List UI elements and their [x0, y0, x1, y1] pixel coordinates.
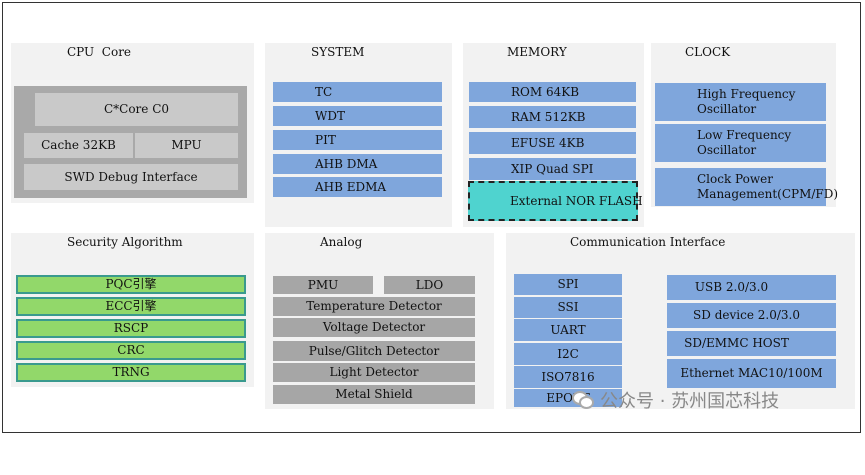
analog-item-pulse-glitch: Pulse/Glitch Detector: [273, 341, 475, 361]
clock-high-frequency-oscillator: High Frequency Oscillator: [655, 83, 826, 121]
watermark-text: 公众号 · 苏州国芯科技: [600, 391, 780, 412]
security-item-ecc: ECC引擎: [16, 297, 246, 316]
watermark: 公众号 · 苏州国芯科技: [572, 387, 779, 413]
clock-title: CLOCK: [685, 45, 731, 59]
pmu-block: PMU: [273, 276, 373, 294]
security-panel: Security Algorithm PQC引擎 ECC引擎 RSCP CRC …: [11, 233, 254, 387]
analog-title: Analog: [320, 235, 363, 249]
cpu-core-title: CPU Core: [67, 45, 132, 59]
comm-item-ssi: SSI: [514, 297, 622, 318]
memory-item-rom: ROM 64KB: [469, 82, 636, 102]
analog-item-light: Light Detector: [273, 363, 475, 382]
security-item-pqc: PQC引擎: [16, 275, 246, 294]
wechat-icon: [572, 391, 594, 409]
cache-block: Cache 32KB: [24, 133, 133, 158]
security-item-trng: TRNG: [16, 363, 246, 382]
comm-item-sd-emmc-host: SD/EMMC HOST: [667, 331, 836, 356]
clock-panel: CLOCK High Frequency Oscillator Low Freq…: [651, 43, 838, 207]
analog-panel: Analog PMU LDO Temperature Detector Volt…: [265, 233, 494, 409]
system-item-ahb-edma: AHB EDMA: [273, 177, 442, 197]
memory-item-xip: XIP Quad SPI: [469, 158, 636, 180]
clock-power-management: Clock Power Management(CPM/FD): [655, 168, 838, 206]
memory-panel: MEMORY ROM 64KB RAM 512KB EFUSE 4KB XIP …: [463, 43, 644, 227]
comm-item-sd-device: SD device 2.0/3.0: [667, 303, 836, 328]
ldo-block: LDO: [384, 276, 475, 294]
comm-item-spi: SPI: [514, 274, 622, 295]
swd-debug-block: SWD Debug Interface: [24, 164, 238, 190]
memory-title: MEMORY: [507, 45, 567, 59]
comm-item-iso7816: ISO7816: [514, 366, 622, 388]
system-item-wdt: WDT: [273, 106, 442, 126]
clock-low-frequency-oscillator: Low Frequency Oscillator: [655, 124, 826, 162]
analog-item-metal-shield: Metal Shield: [273, 385, 475, 404]
comm-item-ethernet: Ethernet MAC10/100M: [667, 359, 836, 388]
analog-item-voltage: Voltage Detector: [273, 318, 475, 337]
system-item-ahb-dma: AHB DMA: [273, 154, 442, 174]
comm-item-i2c: I2C: [514, 343, 622, 365]
cpu-core-c0: C*Core C0: [35, 93, 238, 126]
system-title: SYSTEM: [311, 45, 365, 59]
comm-item-uart: UART: [514, 319, 622, 341]
communication-panel: Communication Interface SPI SSI UART I2C…: [506, 233, 855, 409]
mpu-block: MPU: [135, 133, 238, 158]
memory-item-efuse: EFUSE 4KB: [469, 132, 636, 154]
cpu-core-panel: CPU Core C*Core C0 Cache 32KB MPU SWD De…: [11, 43, 254, 203]
system-item-tc: TC: [273, 82, 442, 102]
memory-item-ram: RAM 512KB: [469, 106, 636, 128]
security-item-crc: CRC: [16, 341, 246, 360]
system-panel: SYSTEM TC WDT PIT AHB DMA AHB EDMA: [265, 43, 452, 227]
external-nor-flash-block: External NOR FLASH: [468, 181, 643, 221]
security-title: Security Algorithm: [67, 235, 183, 249]
system-item-pit: PIT: [273, 130, 442, 150]
comm-item-usb: USB 2.0/3.0: [667, 275, 836, 300]
communication-title: Communication Interface: [570, 235, 726, 249]
analog-item-temperature: Temperature Detector: [273, 297, 475, 316]
security-item-rscp: RSCP: [16, 319, 246, 338]
